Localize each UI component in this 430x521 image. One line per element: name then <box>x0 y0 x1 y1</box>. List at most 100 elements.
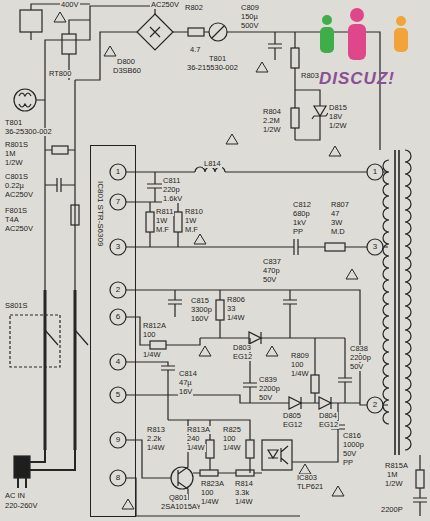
part-label: D3SB60 <box>112 67 142 75</box>
wire <box>36 80 75 290</box>
warning-triangle <box>199 346 211 356</box>
wire <box>45 149 75 150</box>
diode-symbol <box>289 397 301 409</box>
wire <box>126 202 178 247</box>
wire <box>413 455 427 516</box>
coil-symbol <box>14 89 36 111</box>
part-label: 400V <box>60 1 80 9</box>
part-label: 50V <box>258 394 273 402</box>
part-label: C839 <box>258 376 278 384</box>
part-label: 0.22µ <box>4 182 25 190</box>
part-label: R803 <box>300 72 320 80</box>
mains-wire <box>30 450 75 470</box>
bridge-rectifier <box>137 14 173 50</box>
pin-number: 6 <box>116 313 120 321</box>
capacitor-symbol <box>268 32 282 60</box>
transformer-core <box>395 150 399 455</box>
capacitor-symbol <box>147 172 163 202</box>
part-label: R806 <box>226 296 246 304</box>
optocoupler-symbol <box>268 446 288 464</box>
part-label: 1/2W <box>4 159 24 167</box>
part-label: T801 <box>4 119 23 127</box>
resistor-symbol <box>246 440 254 458</box>
warning-triangle <box>104 46 116 56</box>
part-label: 1/4W <box>226 314 246 322</box>
part-label: R813 <box>146 426 166 434</box>
part-label: 3300p <box>190 306 213 314</box>
resistor-symbol <box>52 146 68 154</box>
wire <box>31 4 90 40</box>
part-label: EG12 <box>232 353 253 361</box>
part-label: 1000p <box>342 441 365 449</box>
resistor-symbol <box>291 48 299 68</box>
part-label: 36-25300-002 <box>4 128 53 136</box>
part-label: 1/4W <box>234 498 254 506</box>
part-label: PP <box>342 459 354 467</box>
pin-number: 4 <box>116 358 120 366</box>
resistor-symbol <box>150 341 166 349</box>
part-label: 2SA1015AY <box>160 503 202 511</box>
part-label: AC250V <box>4 225 34 233</box>
part-label: 1/4W <box>222 444 242 452</box>
ic-package: IC801 STR-S6309 <box>90 145 136 517</box>
part-label: 100 <box>200 489 215 497</box>
part-label: C809 <box>240 4 260 12</box>
part-label: 50V <box>262 276 277 284</box>
part-label: T801 <box>208 55 227 63</box>
part-label: 3W <box>330 219 343 227</box>
part-label: 470p <box>262 267 281 275</box>
switch-symbol <box>10 315 60 367</box>
resistor-symbol <box>311 375 319 393</box>
part-label: R811 <box>155 208 174 216</box>
part-label: 47 <box>330 210 340 218</box>
part-label: TLP621 <box>296 483 324 491</box>
pin-number: 3 <box>116 243 120 251</box>
part-label: R813A <box>186 426 211 434</box>
resistor-symbol <box>206 440 214 458</box>
part-label: C811 <box>162 177 181 185</box>
part-label: 2.2M <box>262 117 281 125</box>
wire <box>200 337 345 338</box>
part-label: R807 <box>330 201 350 209</box>
warning-triangle <box>266 346 278 356</box>
resistor-symbol <box>174 212 182 232</box>
part-label: 1/4W <box>290 370 310 378</box>
pin-number: 7 <box>116 198 120 206</box>
wire <box>219 290 220 338</box>
zener-diode-symbol <box>312 106 328 122</box>
relay-symbol <box>20 10 42 32</box>
part-label: 2200p <box>349 354 372 362</box>
part-label: C815 <box>190 297 210 305</box>
part-label: M.F <box>155 226 170 234</box>
part-label: AC250V <box>4 191 34 199</box>
part-label: 2.2k <box>146 435 162 443</box>
watermark: DISCUZ! <box>318 70 396 87</box>
resistor-symbol <box>291 108 299 128</box>
warning-triangle <box>329 146 341 156</box>
capacitor-symbol <box>283 290 297 338</box>
diode-symbol <box>319 397 331 409</box>
wire <box>45 6 155 80</box>
part-label: 1W <box>155 217 168 225</box>
transistor-symbol <box>171 467 193 489</box>
part-label: C812 <box>292 201 312 209</box>
capacitor-symbol <box>168 290 182 317</box>
part-label: C838 <box>349 345 369 353</box>
pin-number: 2 <box>116 286 120 294</box>
watermark-logo <box>320 8 408 60</box>
part-label: 220-260V <box>4 502 39 510</box>
part-label: F801S <box>4 207 28 215</box>
part-label: 1/4W <box>186 444 206 452</box>
part-label: R814 <box>234 480 254 488</box>
coil-symbol <box>19 93 31 107</box>
capacitor-symbol <box>294 239 298 255</box>
part-label: 1/2W <box>328 122 348 130</box>
warning-triangle <box>122 499 134 509</box>
transformer-winding <box>405 150 411 450</box>
part-label: L814 <box>203 160 222 168</box>
resistor-symbol <box>188 28 204 36</box>
part-label: AC IN <box>4 492 26 500</box>
part-label: M.F <box>184 226 199 234</box>
part-label: PP <box>292 228 304 236</box>
wire <box>126 171 367 172</box>
